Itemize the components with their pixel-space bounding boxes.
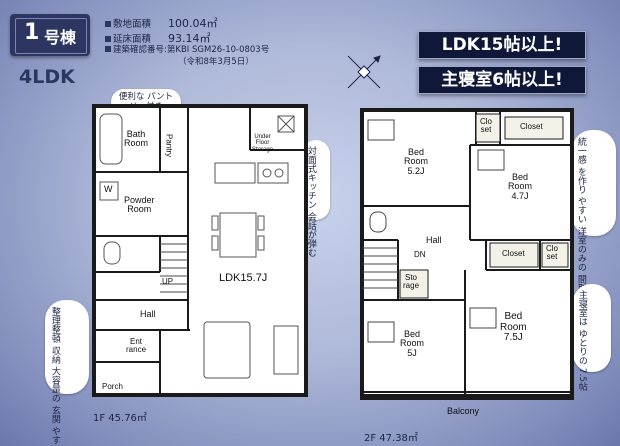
stairs-down-label: DN bbox=[414, 250, 426, 259]
bullet-icon bbox=[105, 46, 111, 52]
western-room-note: 統一感 を作り やすい 洋室のみの 間取り bbox=[572, 130, 616, 302]
master-note: 主寝室は ゆとりの 7.5帖 bbox=[573, 284, 611, 392]
fridge-icon bbox=[277, 115, 295, 133]
site-area-label: 敷地面積 bbox=[113, 19, 152, 30]
first-floor-area: 1F 45.76㎡ bbox=[93, 413, 147, 424]
permit-label: 建築確認番号 bbox=[113, 45, 165, 55]
second-floor-area: 2F 47.38㎡ bbox=[364, 433, 418, 444]
floor-area-value: 93.14㎡ bbox=[168, 32, 211, 45]
closet-c-label: Closet bbox=[502, 249, 525, 258]
toilet-icon bbox=[369, 211, 387, 233]
ldk-label: LDK15.7J bbox=[219, 272, 268, 284]
bullet-icon bbox=[105, 36, 111, 42]
compass-icon bbox=[347, 55, 381, 89]
building-number-unit: 号棟 bbox=[44, 28, 77, 47]
pantry-label: Pantry bbox=[164, 134, 174, 158]
bed-icon bbox=[477, 149, 505, 171]
washer-label: W bbox=[104, 184, 113, 194]
floor-area-label: 延床面積 bbox=[113, 34, 152, 45]
ldk-highlight-banner: LDK15帖以上! bbox=[418, 31, 586, 59]
bed-icon bbox=[367, 119, 395, 141]
permit-value: 第KBI SGM26-10-0803号 bbox=[166, 45, 270, 55]
master-note-text: 主寝室は ゆとりの 7.5帖 bbox=[576, 290, 587, 392]
floor-area: 延床面積 93.14㎡ bbox=[105, 30, 211, 46]
building-number: 1 bbox=[24, 20, 40, 45]
balcony-label: Balcony bbox=[447, 406, 480, 416]
western-room-note-text: 統一感 を作り やすい 洋室のみの 間取り bbox=[575, 137, 586, 302]
dining-table-icon bbox=[219, 212, 257, 258]
bullet-icon bbox=[105, 21, 111, 27]
layout-type: 4LDK bbox=[19, 66, 75, 88]
kitchen-sink-icon bbox=[214, 162, 256, 184]
bed-icon bbox=[367, 321, 395, 343]
stairs-up-label: UP bbox=[162, 277, 174, 286]
building-number-badge bbox=[10, 14, 90, 56]
site-area-value: 100.04㎡ bbox=[168, 17, 218, 30]
tv-board-icon bbox=[273, 325, 299, 375]
permit-number: 建築確認番号:第KBI SGM26-10-0803号 bbox=[105, 43, 269, 55]
storage-note-text: 整理整頓 収納 大容量の 玄関 やすい bbox=[49, 307, 60, 446]
storage-note: 整理整頓 収納 大容量の 玄関 やすい bbox=[45, 300, 89, 446]
site-area: 敷地面積 100.04㎡ bbox=[105, 15, 218, 31]
bed-icon bbox=[469, 307, 497, 329]
master-bedroom-highlight-banner: 主寝室6帖以上! bbox=[418, 66, 586, 94]
closet-b-label: Closet bbox=[520, 122, 543, 131]
kitchen-note-text: 対面式キッチン 会話が弾む bbox=[305, 146, 316, 257]
permit-date: （令和8年3月5日） bbox=[178, 57, 254, 67]
washer-icon bbox=[99, 181, 119, 201]
porch-label: Porch bbox=[102, 382, 123, 391]
stove-icon bbox=[257, 162, 289, 184]
sofa-icon bbox=[203, 321, 251, 379]
hall-label: Hall bbox=[140, 309, 156, 319]
toilet-icon bbox=[103, 241, 121, 265]
bathtub-icon bbox=[99, 113, 123, 165]
hall-2f-label: Hall bbox=[426, 235, 442, 245]
